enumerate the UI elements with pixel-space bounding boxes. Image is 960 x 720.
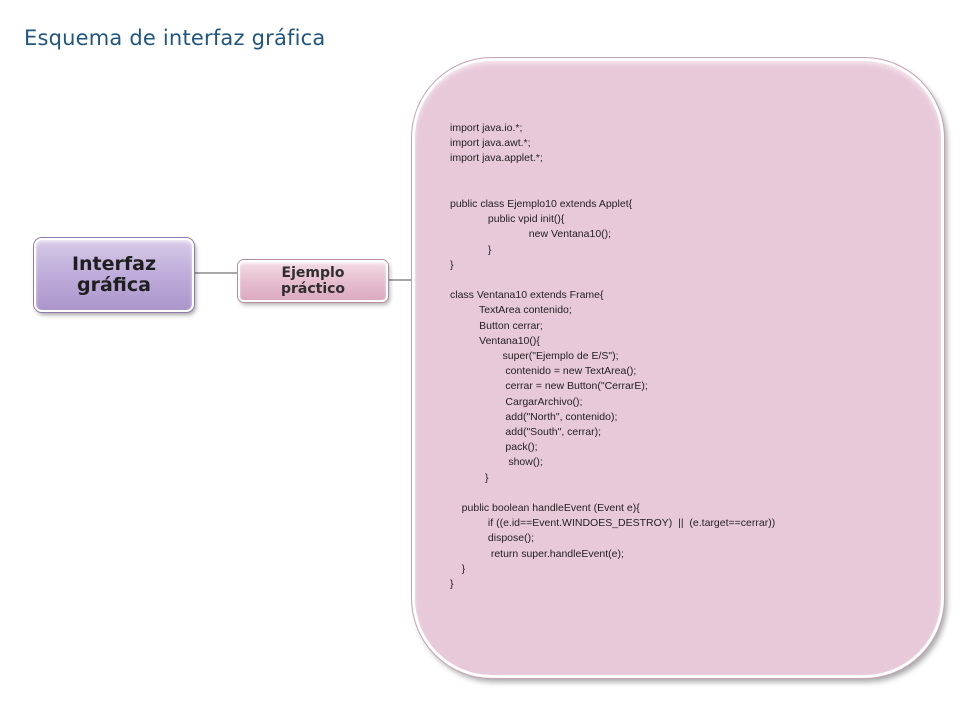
code-listing: import java.io.*; import java.awt.*; imp… (450, 122, 776, 591)
code-panel: import java.io.*; import java.awt.*; imp… (412, 58, 944, 678)
page-title: Esquema de interfaz gráfica (24, 26, 326, 50)
connector-sub-to-panel (388, 279, 414, 281)
main-topic-node[interactable]: Interfaz gráfica (34, 238, 194, 312)
main-topic-label: Interfaz gráfica (71, 253, 157, 296)
connector-main-to-sub (194, 272, 240, 274)
subtopic-label: Ejemplo práctico (280, 265, 346, 297)
subtopic-node[interactable]: Ejemplo práctico (238, 260, 388, 302)
